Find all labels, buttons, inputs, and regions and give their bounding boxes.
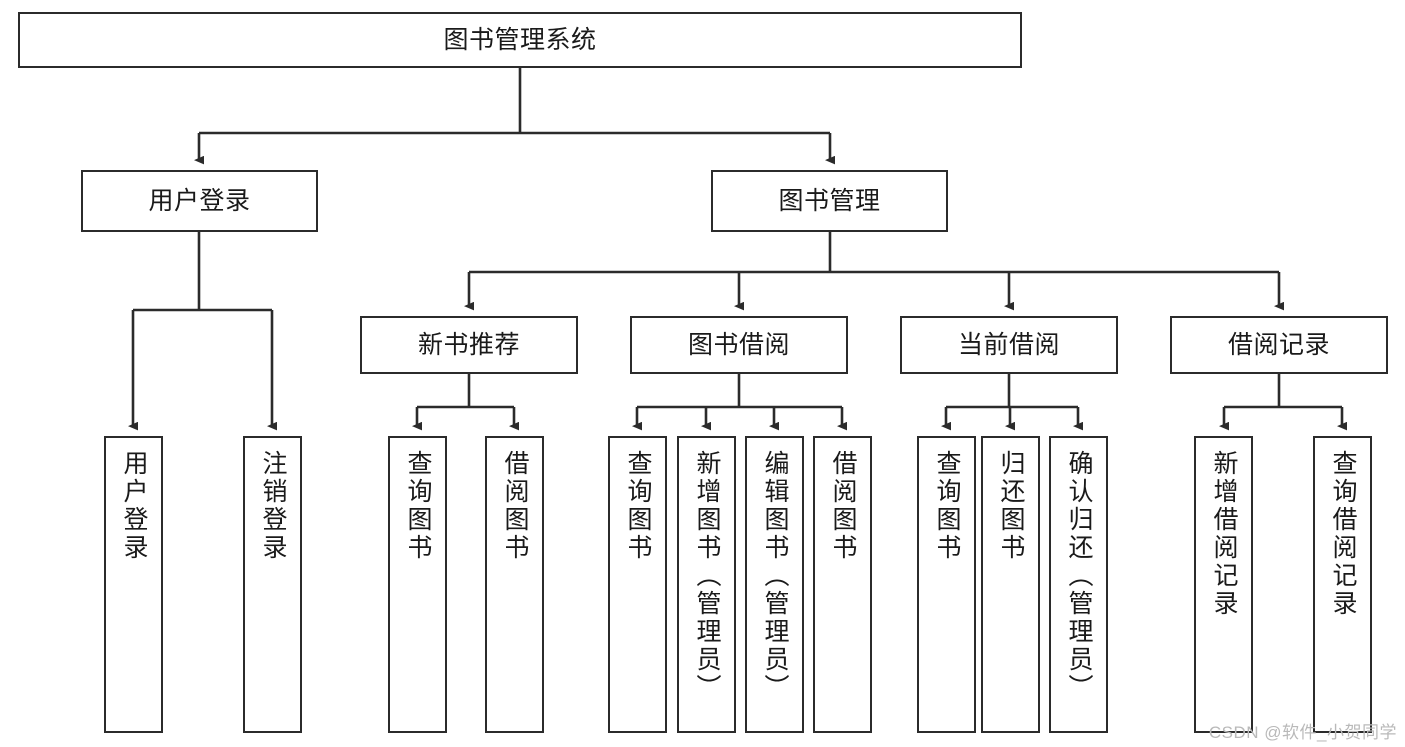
node-leaf-confirm-return-admin[interactable]: 确认归还（管理员） bbox=[1049, 436, 1108, 733]
node-leaf-return-book[interactable]: 归还图书 bbox=[981, 436, 1040, 733]
node-current-borrow[interactable]: 当前借阅 bbox=[900, 316, 1118, 374]
node-user-login[interactable]: 用户登录 bbox=[81, 170, 318, 232]
node-leaf-query-book-borrow[interactable]: 查询图书 bbox=[608, 436, 667, 733]
node-label: 图书借阅 bbox=[687, 331, 790, 359]
node-label: 新增图书（管理员） bbox=[693, 450, 721, 702]
node-book-borrow[interactable]: 图书借阅 bbox=[630, 316, 848, 374]
node-label: 查询借阅记录 bbox=[1329, 450, 1357, 618]
node-label: 查询图书 bbox=[933, 450, 961, 562]
node-root-system[interactable]: 图书管理系统 bbox=[18, 12, 1022, 68]
node-leaf-query-borrow-record[interactable]: 查询借阅记录 bbox=[1313, 436, 1372, 733]
node-label: 用户登录 bbox=[148, 187, 251, 215]
node-leaf-edit-book-admin[interactable]: 编辑图书（管理员） bbox=[745, 436, 804, 733]
node-borrow-record[interactable]: 借阅记录 bbox=[1170, 316, 1388, 374]
node-leaf-add-borrow-record[interactable]: 新增借阅记录 bbox=[1194, 436, 1253, 733]
node-label: 借阅图书 bbox=[829, 450, 857, 562]
node-label: 归还图书 bbox=[997, 450, 1025, 562]
node-leaf-borrow-book-newbook[interactable]: 借阅图书 bbox=[485, 436, 544, 733]
node-label: 图书管理 bbox=[778, 187, 881, 215]
node-label: 注销登录 bbox=[259, 450, 287, 562]
node-label: 图书管理系统 bbox=[443, 26, 597, 54]
node-label: 借阅记录 bbox=[1227, 331, 1330, 359]
node-label: 确认归还（管理员） bbox=[1065, 450, 1093, 702]
node-leaf-user-login[interactable]: 用户登录 bbox=[104, 436, 163, 733]
node-label: 借阅图书 bbox=[501, 450, 529, 562]
node-leaf-query-book-newbook[interactable]: 查询图书 bbox=[388, 436, 447, 733]
node-label: 查询图书 bbox=[624, 450, 652, 562]
node-leaf-logout[interactable]: 注销登录 bbox=[243, 436, 302, 733]
node-new-book-recommend[interactable]: 新书推荐 bbox=[360, 316, 578, 374]
node-label: 编辑图书（管理员） bbox=[761, 450, 789, 702]
node-label: 查询图书 bbox=[404, 450, 432, 562]
node-leaf-query-book-current[interactable]: 查询图书 bbox=[917, 436, 976, 733]
node-label: 新书推荐 bbox=[417, 331, 520, 359]
node-leaf-add-book-admin[interactable]: 新增图书（管理员） bbox=[677, 436, 736, 733]
node-label: 新增借阅记录 bbox=[1210, 450, 1238, 618]
node-book-management[interactable]: 图书管理 bbox=[711, 170, 948, 232]
node-label: 用户登录 bbox=[120, 450, 148, 562]
node-leaf-borrow-book[interactable]: 借阅图书 bbox=[813, 436, 872, 733]
node-label: 当前借阅 bbox=[957, 331, 1060, 359]
